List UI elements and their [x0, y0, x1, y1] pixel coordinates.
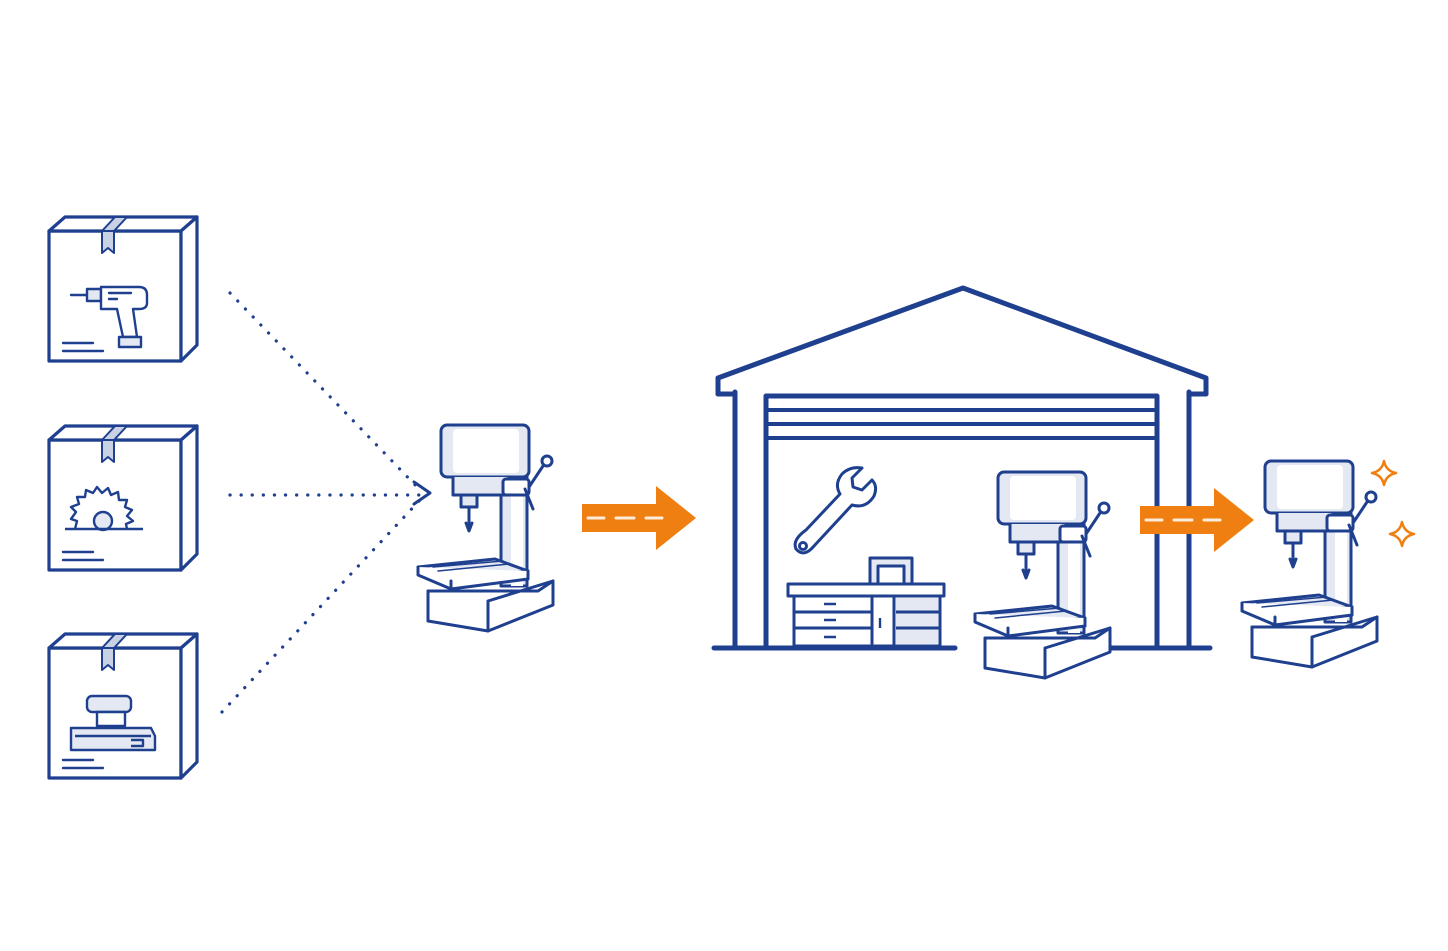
arrow-right-icon — [580, 484, 698, 552]
convergence-arrowhead-icon — [412, 480, 432, 506]
workshop-drill-press — [973, 470, 1112, 680]
cordless-drill-icon — [69, 285, 149, 349]
parts-box-machine-head — [47, 632, 199, 780]
workbench-icon — [786, 556, 946, 648]
wrench-icon — [793, 466, 878, 555]
final-drill-press — [1240, 459, 1379, 669]
circular-saw-blade-icon — [65, 485, 143, 532]
sparkle-icon — [1388, 520, 1416, 548]
assembled-drill-press — [416, 423, 555, 633]
machine-head-icon — [69, 694, 157, 752]
parts-box-drill — [47, 215, 199, 363]
parts-box-saw-blade — [47, 424, 199, 572]
convergence-lines — [220, 291, 422, 714]
sparkle-icon — [1370, 459, 1398, 487]
